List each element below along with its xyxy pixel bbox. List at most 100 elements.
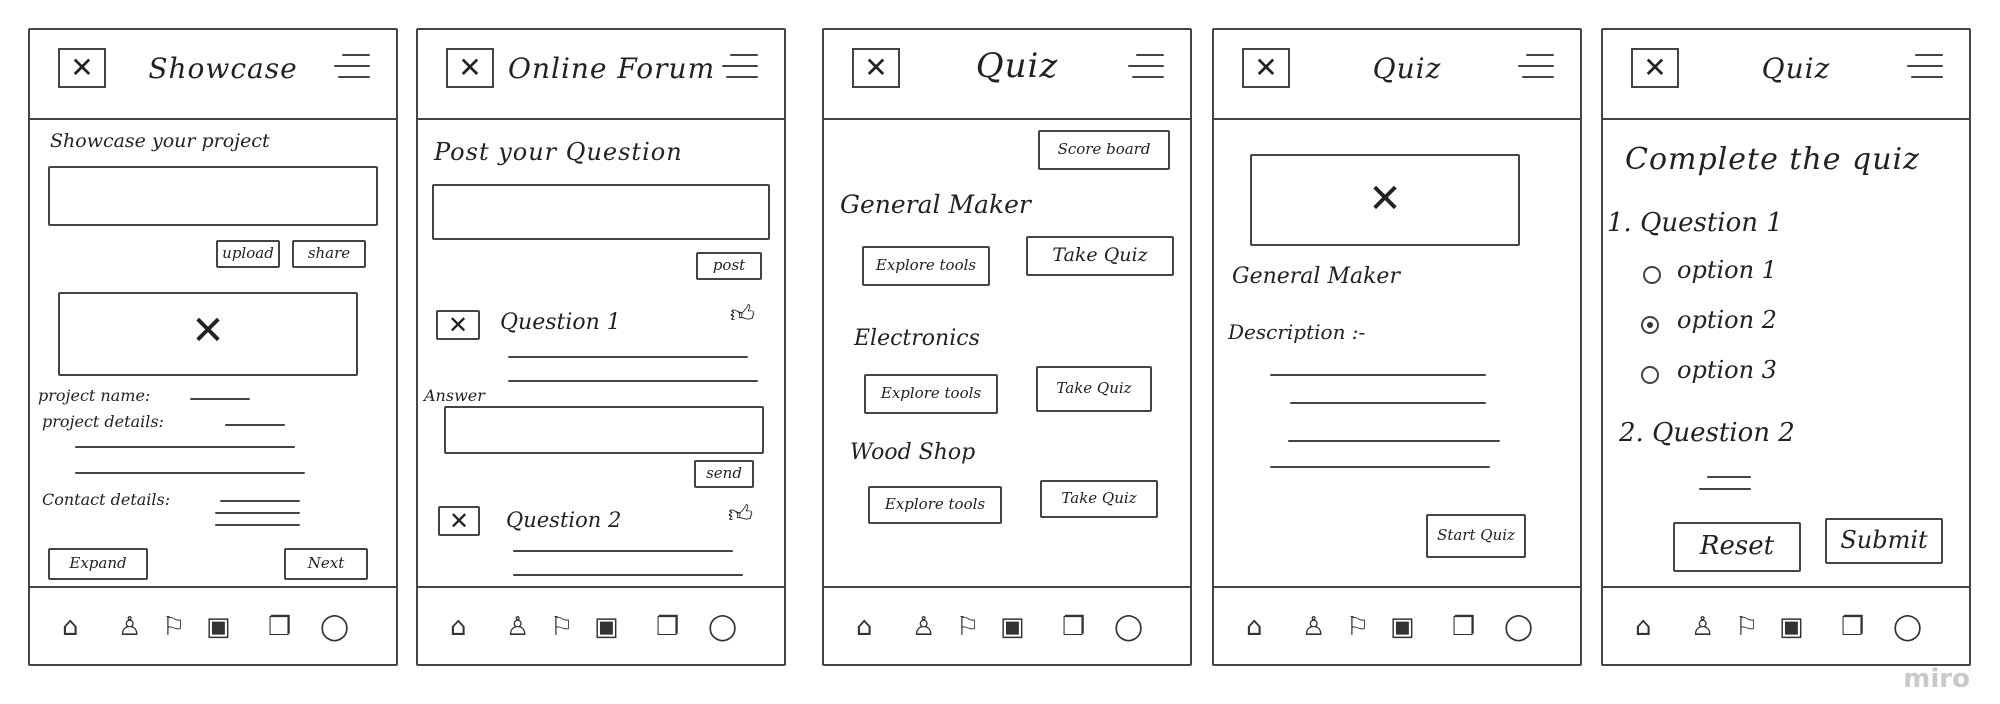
page-title: Quiz: [1761, 52, 1831, 85]
upload-button[interactable]: upload: [216, 240, 280, 268]
hamburger-menu-icon[interactable]: [334, 54, 372, 86]
quiz-name: General Maker: [1232, 264, 1400, 289]
bookmark-icon[interactable]: ⚐: [550, 612, 574, 642]
user-icon[interactable]: ♙: [506, 612, 530, 642]
chat-icon[interactable]: ▣: [594, 612, 619, 642]
bottom-nav: ⌂ ♙ ⚐ ▣ ❐ ◯: [824, 586, 1190, 664]
home-icon[interactable]: ⌂: [856, 612, 873, 642]
hamburger-menu-icon[interactable]: [722, 54, 760, 86]
option-label: option 1: [1677, 256, 1777, 284]
radio-option-1[interactable]: [1643, 266, 1661, 284]
profile-circle-icon[interactable]: ◯: [1893, 612, 1923, 642]
header: ✕ Quiz: [1214, 30, 1580, 120]
user-icon[interactable]: ♙: [118, 612, 142, 642]
question-title: Question 2: [506, 508, 622, 532]
chat-icon[interactable]: ▣: [1390, 612, 1415, 642]
project-details-label: project details:: [42, 412, 164, 431]
bookmark-icon[interactable]: ⚐: [162, 612, 186, 642]
hamburger-menu-icon[interactable]: [1518, 54, 1556, 86]
chat-icon[interactable]: ▣: [1000, 612, 1025, 642]
page-title: Quiz: [1372, 52, 1442, 85]
home-icon[interactable]: ⌂: [1635, 612, 1652, 642]
radio-option-3[interactable]: [1641, 366, 1659, 384]
bottom-nav: ⌂ ♙ ⚐ ▣ ❐ ◯: [1214, 586, 1580, 664]
explore-tools-button[interactable]: Explore tools: [862, 246, 990, 286]
share-button[interactable]: share: [292, 240, 366, 268]
category-name: Electronics: [854, 326, 980, 351]
profile-circle-icon[interactable]: ◯: [320, 612, 350, 642]
question-title: Question 1: [500, 310, 621, 335]
bottom-nav: ⌂ ♙ ⚐ ▣ ❐ ◯: [1603, 586, 1969, 664]
logo-placeholder: ✕: [1631, 48, 1679, 88]
forum-screen: ✕ Online Forum Post your Question post ✕…: [416, 28, 786, 666]
image-placeholder: ✕: [1250, 154, 1520, 246]
user-icon[interactable]: ♙: [1691, 612, 1715, 642]
page-title: Showcase: [148, 52, 298, 85]
page-title: Quiz: [975, 46, 1059, 86]
question-input[interactable]: [432, 184, 770, 240]
messages-icon[interactable]: ❐: [268, 612, 292, 642]
chat-icon[interactable]: ▣: [206, 612, 231, 642]
section-heading: Complete the quiz: [1625, 142, 1920, 177]
profile-circle-icon[interactable]: ◯: [1504, 612, 1534, 642]
next-button[interactable]: Next: [284, 548, 368, 580]
send-button[interactable]: send: [694, 460, 754, 488]
category-name: General Maker: [840, 190, 1031, 219]
start-quiz-button[interactable]: Start Quiz: [1426, 514, 1526, 558]
user-icon[interactable]: ♙: [1302, 612, 1326, 642]
section-heading: Showcase your project: [50, 130, 270, 152]
logo-placeholder: ✕: [446, 48, 494, 88]
messages-icon[interactable]: ❐: [1841, 612, 1865, 642]
messages-icon[interactable]: ❐: [1062, 612, 1086, 642]
description-label: Description :-: [1228, 320, 1366, 344]
chat-icon[interactable]: ▣: [1779, 612, 1804, 642]
option-label: option 3: [1677, 356, 1777, 384]
reset-button[interactable]: Reset: [1673, 522, 1801, 572]
take-quiz-button[interactable]: Take Quiz: [1036, 366, 1152, 412]
header: ✕ Online Forum: [418, 30, 784, 120]
question-title: 1. Question 1: [1607, 208, 1783, 238]
bookmark-icon[interactable]: ⚐: [1735, 612, 1759, 642]
like-icon[interactable]: 👍︎: [730, 300, 756, 328]
category-name: Wood Shop: [850, 440, 976, 465]
project-input[interactable]: [48, 166, 378, 226]
header: ✕ Quiz: [824, 30, 1190, 120]
home-icon[interactable]: ⌂: [62, 612, 79, 642]
home-icon[interactable]: ⌂: [1246, 612, 1263, 642]
answer-input[interactable]: [444, 406, 764, 454]
page-title: Online Forum: [508, 52, 716, 85]
avatar-placeholder: ✕: [436, 310, 480, 340]
logo-placeholder: ✕: [852, 48, 900, 88]
like-icon[interactable]: 👍︎: [728, 500, 754, 528]
hamburger-menu-icon[interactable]: [1128, 54, 1166, 86]
header: ✕ Quiz: [1603, 30, 1969, 120]
profile-circle-icon[interactable]: ◯: [708, 612, 738, 642]
header: ✕ Showcase: [30, 30, 396, 120]
messages-icon[interactable]: ❐: [656, 612, 680, 642]
project-name-label: project name:: [38, 386, 151, 405]
post-button[interactable]: post: [696, 252, 762, 280]
explore-tools-button[interactable]: Explore tools: [868, 486, 1002, 524]
expand-button[interactable]: Expand: [48, 548, 148, 580]
user-icon[interactable]: ♙: [912, 612, 936, 642]
profile-circle-icon[interactable]: ◯: [1114, 612, 1144, 642]
scoreboard-button[interactable]: Score board: [1038, 130, 1170, 170]
home-icon[interactable]: ⌂: [450, 612, 467, 642]
explore-tools-button[interactable]: Explore tools: [864, 374, 998, 414]
bottom-nav: ⌂ ♙ ⚐ ▣ ❐ ◯: [30, 586, 396, 664]
quiz-take-screen: ✕ Quiz Complete the quiz 1. Question 1 o…: [1601, 28, 1971, 666]
logo-placeholder: ✕: [1242, 48, 1290, 88]
messages-icon[interactable]: ❐: [1452, 612, 1476, 642]
take-quiz-button[interactable]: Take Quiz: [1026, 236, 1174, 276]
logo-placeholder: ✕: [58, 48, 106, 88]
take-quiz-button[interactable]: Take Quiz: [1040, 480, 1158, 518]
avatar-placeholder: ✕: [438, 506, 480, 536]
submit-button[interactable]: Submit: [1825, 518, 1943, 564]
option-label: option 2: [1677, 306, 1777, 334]
hamburger-menu-icon[interactable]: [1907, 54, 1945, 86]
bookmark-icon[interactable]: ⚐: [1346, 612, 1370, 642]
bookmark-icon[interactable]: ⚐: [956, 612, 980, 642]
quiz-list-screen: ✕ Quiz Score board General Maker Explore…: [822, 28, 1192, 666]
section-heading: Post your Question: [434, 138, 683, 166]
radio-option-2[interactable]: [1641, 316, 1659, 334]
